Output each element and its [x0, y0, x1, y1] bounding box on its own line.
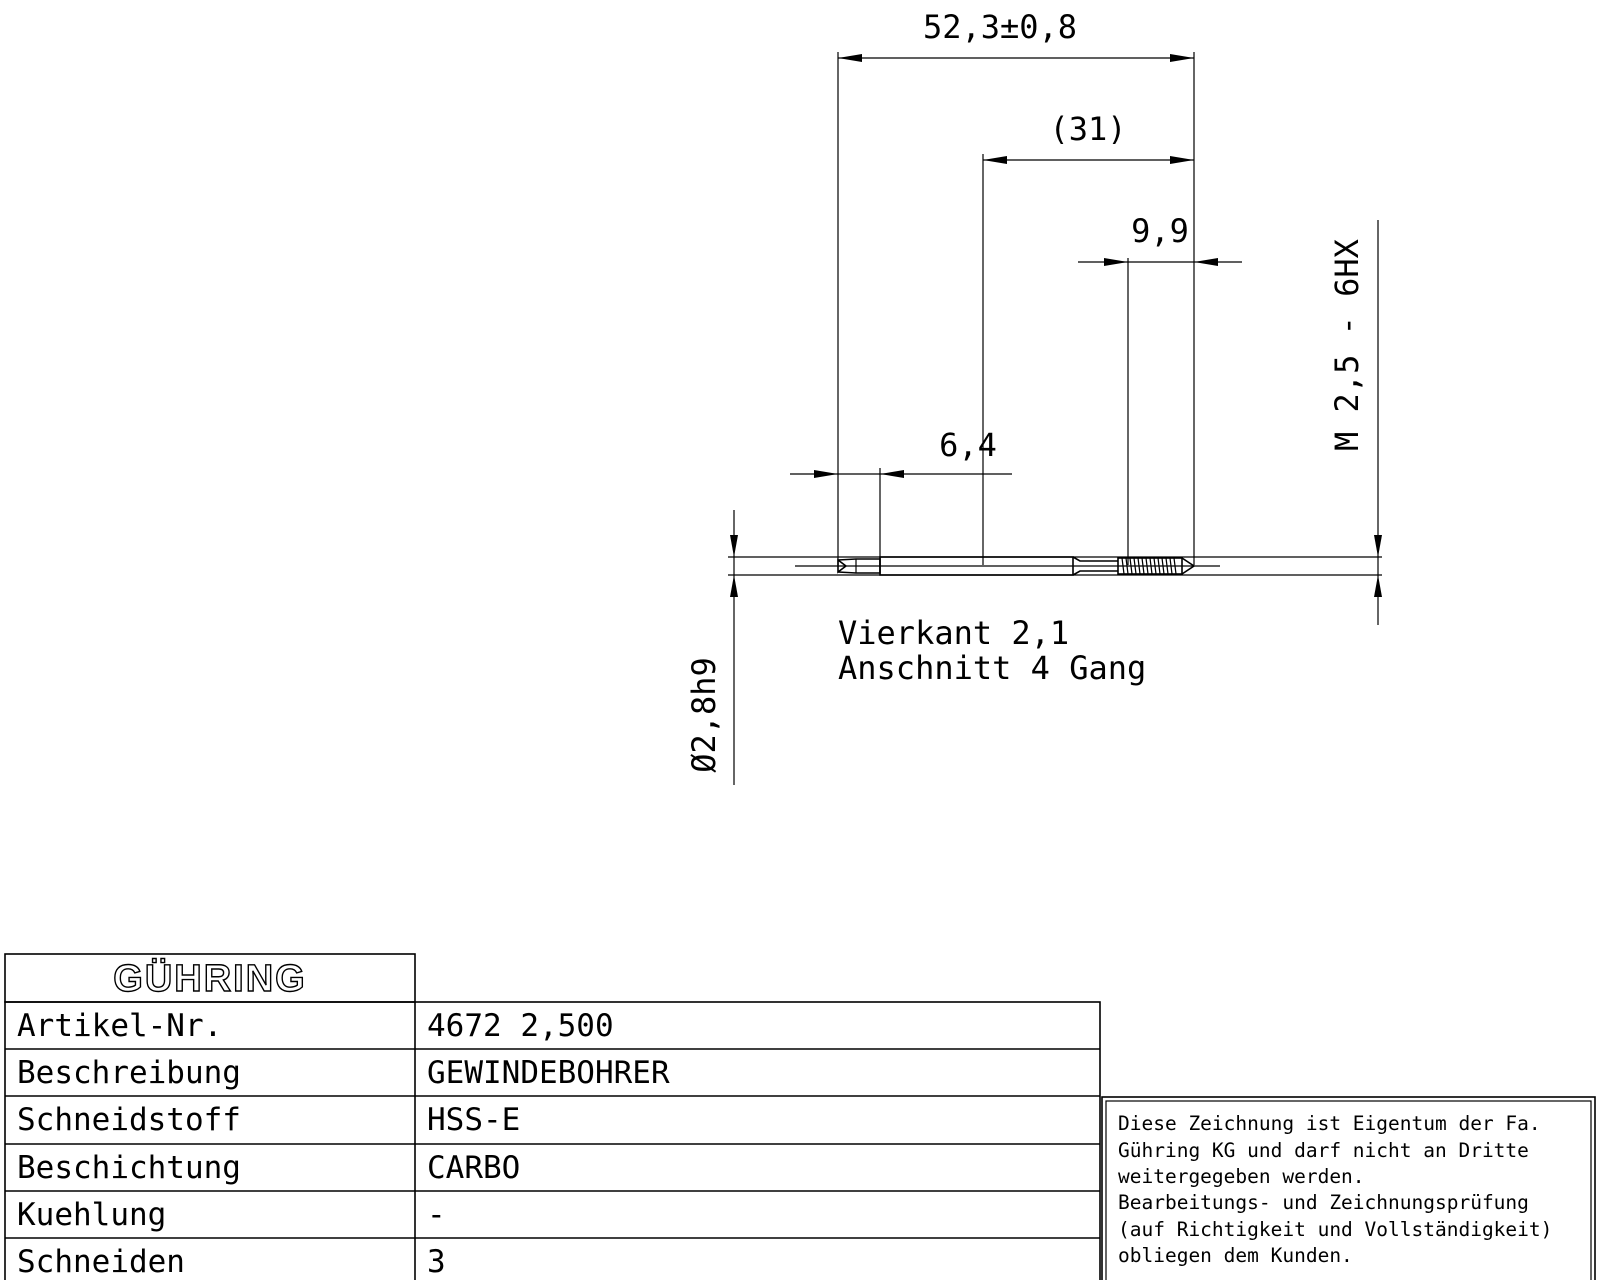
note-square: Vierkant 2,1 — [838, 614, 1069, 652]
disclaimer-line: weitergegeben werden. — [1118, 1165, 1365, 1188]
thread-hatching — [1121, 557, 1177, 575]
row-value-description: GEWINDEBOHRER — [427, 1055, 670, 1091]
dim-thread-tip-length: 9,9 — [1078, 212, 1242, 266]
guehring-logo: GÜHRING — [113, 957, 306, 1000]
disclaimer-line: Bearbeitungs- und Zeichnungsprüfung — [1118, 1191, 1529, 1214]
dim-shank-diameter-label: Ø2,8h9 — [685, 657, 723, 773]
dim-thread-length-ref: (31) — [983, 110, 1194, 164]
row-value-flutes: 3 — [427, 1244, 446, 1280]
dim-square-length: 6,4 — [790, 426, 1012, 478]
row-value-article-no: 4672 2,500 — [427, 1008, 614, 1044]
row-label-article-no: Artikel-Nr. — [17, 1008, 222, 1044]
row-value-cutting-material: HSS-E — [427, 1102, 520, 1138]
table-row: Kuehlung - — [17, 1197, 446, 1233]
table-row: Artikel-Nr. 4672 2,500 — [17, 1008, 614, 1044]
row-label-description: Beschreibung — [17, 1055, 241, 1091]
row-label-coating: Beschichtung — [17, 1150, 241, 1186]
disclaimer-line: Diese Zeichnung ist Eigentum der Fa. — [1118, 1112, 1541, 1135]
dim-thread-tip-length-label: 9,9 — [1131, 212, 1189, 250]
note-chamfer: Anschnitt 4 Gang — [838, 649, 1146, 687]
dim-thread-spec-label: M 2,5 - 6HX — [1328, 239, 1366, 451]
table-row: Schneidstoff HSS-E — [17, 1102, 520, 1138]
table-row: Beschichtung CARBO — [17, 1150, 520, 1186]
row-label-cutting-material: Schneidstoff — [17, 1102, 241, 1138]
disclaimer-box: Diese Zeichnung ist Eigentum der Fa. Güh… — [1101, 1096, 1596, 1280]
dim-overall-length-label: 52,3±0,8 — [923, 8, 1077, 46]
dim-overall-length: 52,3±0,8 — [838, 8, 1194, 62]
row-label-cooling: Kuehlung — [17, 1197, 166, 1233]
disclaimer-line: (auf Richtigkeit und Vollständigkeit) — [1118, 1218, 1552, 1241]
row-value-coating: CARBO — [427, 1150, 520, 1186]
table-row: Schneiden 3 — [17, 1244, 446, 1280]
dim-thread-spec: M 2,5 - 6HX — [1328, 220, 1382, 625]
table-row: Beschreibung GEWINDEBOHRER — [17, 1055, 670, 1091]
tap-outline — [795, 556, 1220, 576]
disclaimer-line: obliegen dem Kunden. — [1118, 1244, 1353, 1267]
row-value-cooling: - — [427, 1197, 446, 1233]
dim-square-length-label: 6,4 — [939, 426, 997, 464]
dim-thread-length-ref-label: (31) — [1049, 110, 1126, 148]
row-label-flutes: Schneiden — [17, 1244, 185, 1280]
drawing-notes: Vierkant 2,1 Anschnitt 4 Gang — [838, 614, 1146, 687]
title-block: GÜHRING Artikel-Nr. 4672 2,500 Beschreib… — [4, 953, 1101, 1280]
disclaimer-line: Gühring KG und darf nicht an Dritte — [1118, 1139, 1529, 1162]
dim-shank-diameter: Ø2,8h9 — [685, 510, 738, 785]
extension-lines — [728, 52, 1382, 576]
